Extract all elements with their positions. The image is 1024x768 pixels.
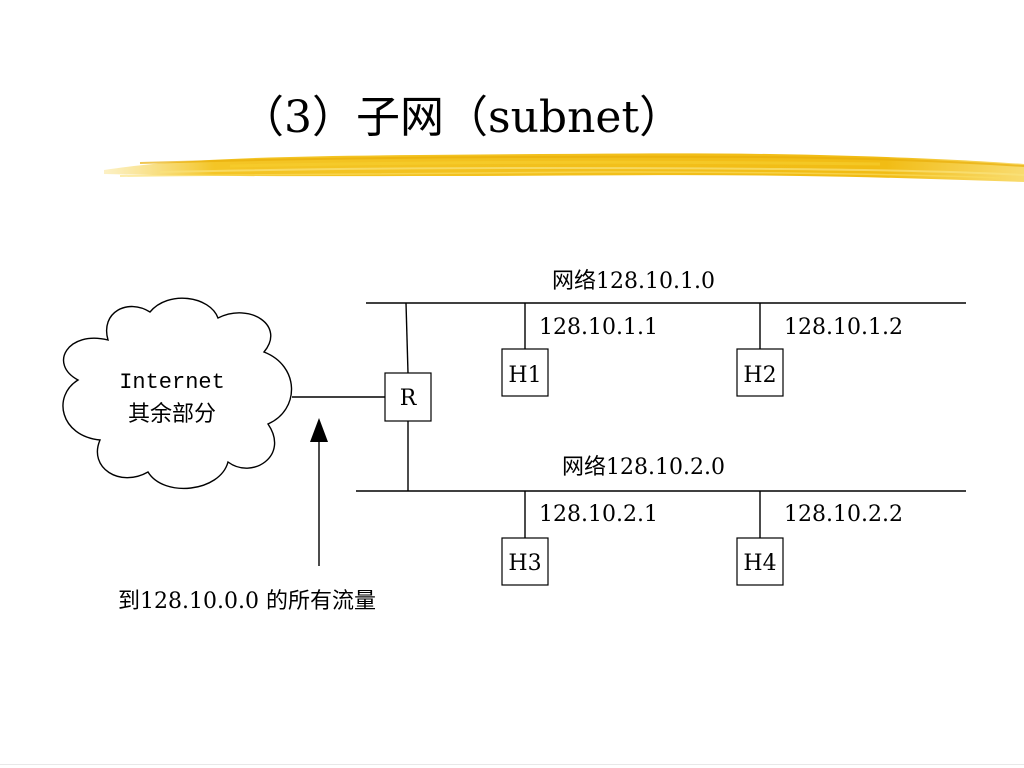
slide-title: （3）子网（subnet） bbox=[240, 92, 684, 143]
host-h4-label: H4 bbox=[743, 551, 776, 576]
router-label: R bbox=[400, 386, 418, 411]
h4-address: 128.10.2.2 bbox=[784, 502, 903, 527]
network-2-label: 网络128.10.2.0 bbox=[562, 455, 725, 480]
host-h3-label: H3 bbox=[508, 551, 541, 576]
traffic-arrow-head bbox=[310, 418, 328, 442]
host-h2-box bbox=[736, 348, 784, 397]
host-h2-label: H2 bbox=[743, 363, 776, 388]
router-net1-link bbox=[405, 302, 409, 374]
network-1-label: 网络128.10.1.0 bbox=[552, 269, 715, 294]
traffic-caption: 到128.10.0.0 的所有流量 bbox=[118, 589, 376, 614]
h1-address: 128.10.1.1 bbox=[539, 315, 658, 340]
h2-address: 128.10.1.2 bbox=[784, 315, 903, 340]
internet-cloud bbox=[62, 297, 293, 490]
cloud-label-line1: Internet bbox=[119, 370, 225, 395]
host-h1-box bbox=[501, 348, 549, 397]
title-underline-brush bbox=[104, 153, 1024, 182]
slide-bottom-rule bbox=[0, 764, 1024, 765]
h3-address: 128.10.2.1 bbox=[539, 502, 658, 527]
host-h1-label: H1 bbox=[508, 363, 541, 388]
router-box bbox=[384, 372, 432, 422]
host-h3-box bbox=[501, 537, 549, 586]
host-h4-box bbox=[736, 537, 784, 586]
cloud-label-line2: 其余部分 bbox=[128, 402, 216, 427]
